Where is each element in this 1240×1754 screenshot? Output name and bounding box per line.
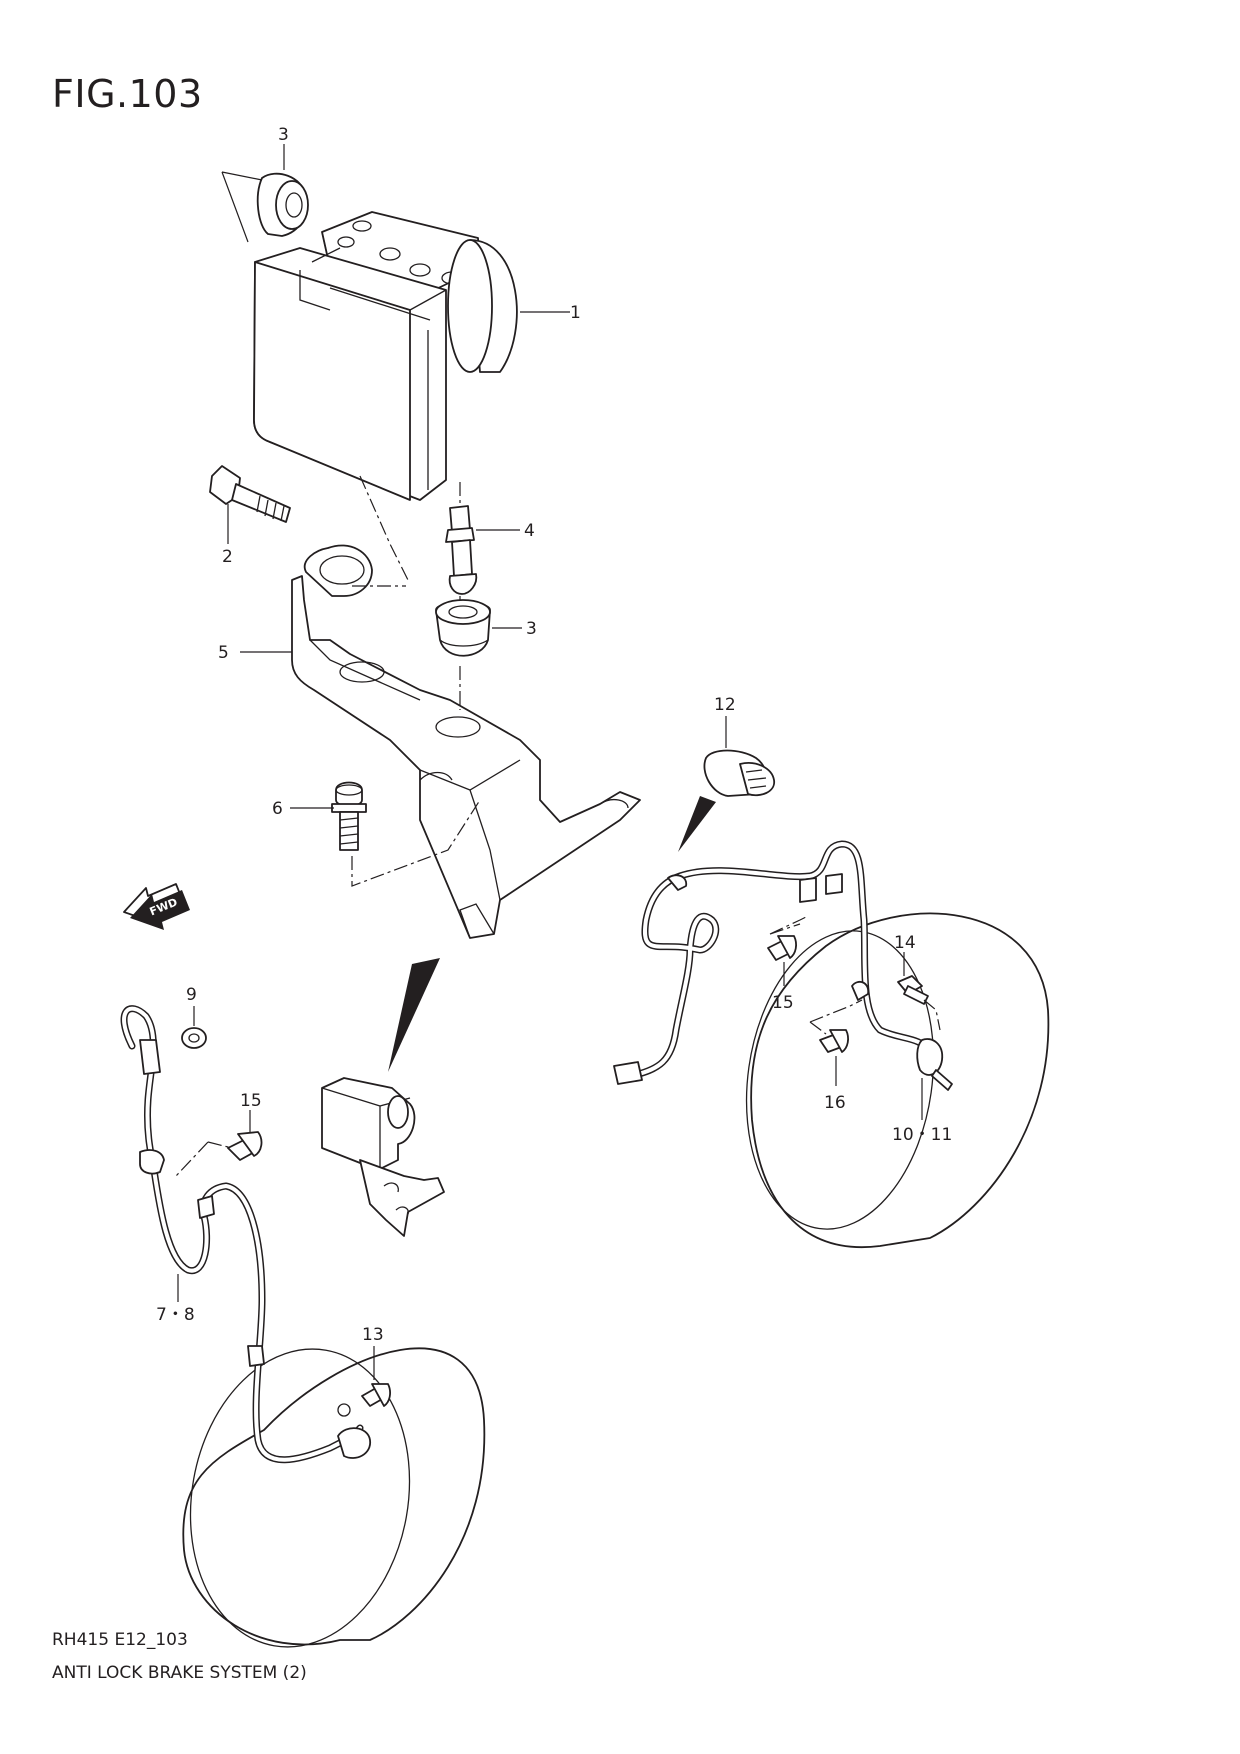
- harness-screw-right[interactable]: [767, 935, 797, 961]
- callout-3b: 3: [526, 619, 537, 639]
- center-line-15b: [769, 915, 809, 935]
- sensor-bolt-rear[interactable]: [897, 975, 929, 1005]
- center-line-14: [923, 999, 941, 1031]
- callout-4: 4: [524, 521, 535, 541]
- rear-wheel-sensor-harness[interactable]: [613, 840, 953, 1091]
- callout-3a: 3: [278, 125, 289, 145]
- callout-14: 14: [894, 933, 916, 953]
- callout-15a: 15: [240, 1091, 262, 1111]
- front-wheel-sensor-harness[interactable]: [120, 1005, 371, 1464]
- callout-7-8: 7・8: [156, 1305, 195, 1325]
- grommet-top[interactable]: [256, 172, 309, 237]
- callout-5: 5: [218, 643, 229, 663]
- rear-wheel-right: [745, 912, 1050, 1249]
- center-line-16: [809, 999, 863, 1035]
- washer[interactable]: [181, 1027, 207, 1049]
- guide-lines-grommet: [221, 171, 263, 243]
- center-line-15a: [175, 1141, 233, 1177]
- callout-13: 13: [362, 1325, 384, 1345]
- center-line-bracket: [352, 475, 461, 710]
- callout-9: 9: [186, 985, 197, 1005]
- callout-1: 1: [570, 303, 581, 323]
- sensor-screw-front[interactable]: [361, 1383, 391, 1407]
- sensor-screw-rear[interactable]: [819, 1029, 849, 1053]
- stud-bolt[interactable]: [445, 505, 478, 595]
- harness-screw-left[interactable]: [227, 1131, 263, 1161]
- callout-10-11: 10・11: [892, 1125, 952, 1145]
- callout-6: 6: [272, 799, 283, 819]
- figure-name: ANTI LOCK BRAKE SYSTEM (2): [52, 1663, 307, 1683]
- callout-12: 12: [714, 695, 736, 715]
- center-line-6: [351, 799, 481, 887]
- bracket-bolt[interactable]: [331, 781, 367, 851]
- forward-direction-arrow: FWD: [123, 883, 190, 930]
- abs-hydraulic-unit[interactable]: [253, 211, 518, 501]
- abs-unit-reference: [321, 958, 445, 1237]
- harness-clamp[interactable]: [678, 749, 775, 853]
- figure-title: FIG.103: [52, 72, 203, 116]
- front-wheel-left: [182, 1347, 486, 1648]
- callout-15b: 15: [772, 993, 794, 1013]
- grommet-mid[interactable]: [435, 599, 491, 657]
- callout-2: 2: [222, 547, 233, 567]
- callout-16: 16: [824, 1093, 846, 1113]
- abs-bracket[interactable]: [291, 544, 641, 939]
- flange-bolt[interactable]: [209, 465, 291, 523]
- figure-code: RH415 E12_103: [52, 1630, 188, 1650]
